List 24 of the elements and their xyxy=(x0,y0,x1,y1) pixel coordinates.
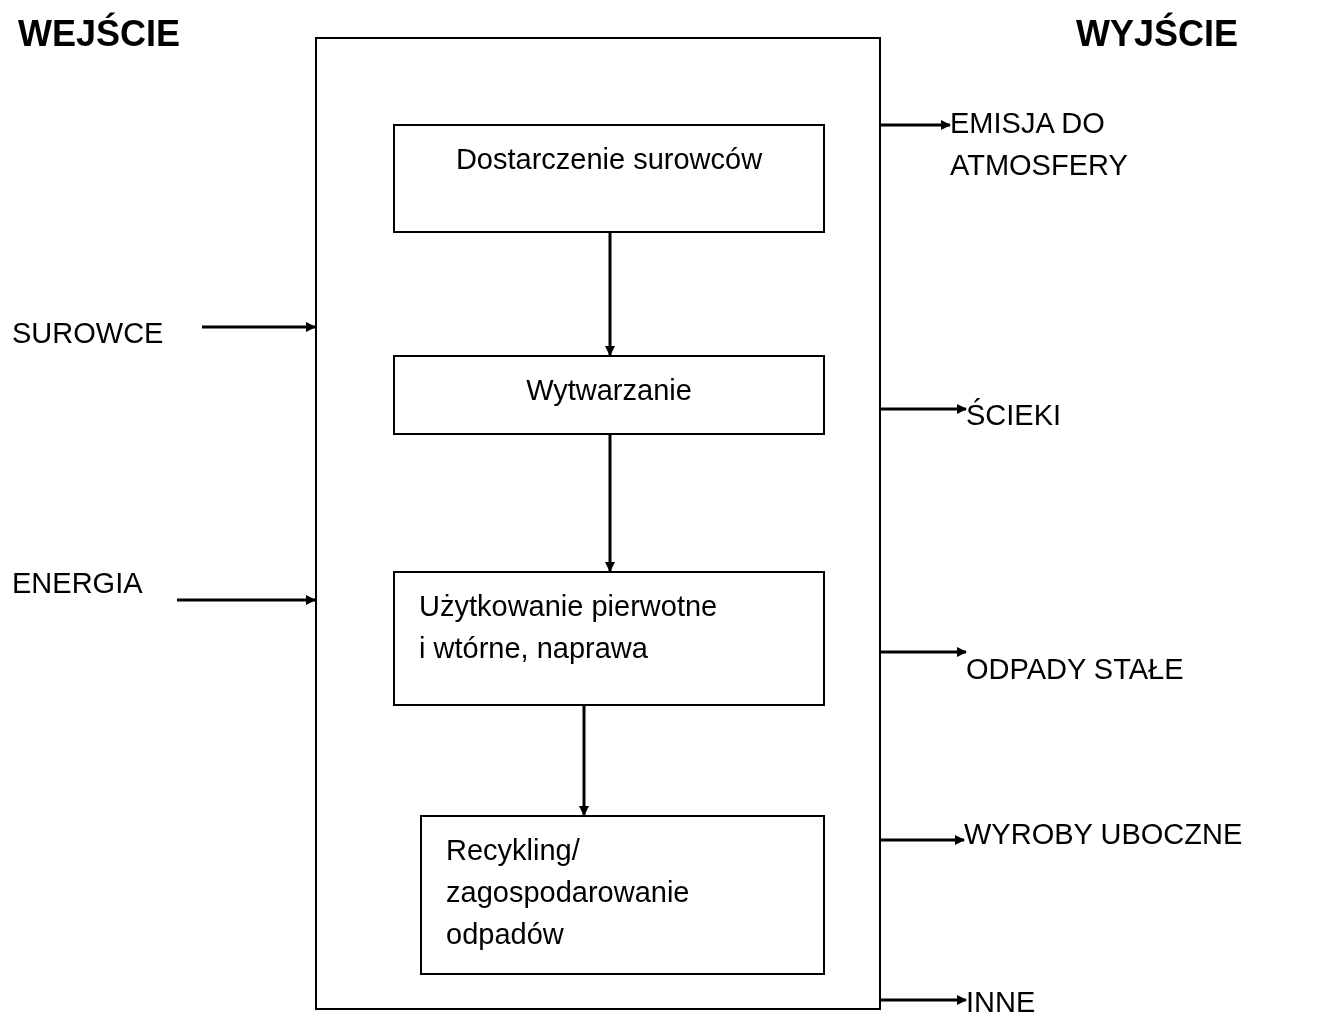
process-box: Użytkowanie pierwotne i wtórne, naprawa xyxy=(393,571,825,706)
arrow xyxy=(881,120,951,130)
column-heading: WEJŚCIE xyxy=(18,12,181,56)
process-box: Wytwarzanie xyxy=(393,355,825,435)
arrow xyxy=(177,595,316,605)
input-label: SUROWCE xyxy=(12,312,202,348)
arrow xyxy=(202,322,316,332)
process-box: Recykling/ zagospodarowanie odpadów xyxy=(420,815,825,975)
output-label: ODPADY STAŁE xyxy=(966,648,1256,684)
column-heading: WYJŚCIE xyxy=(1076,12,1239,56)
arrow xyxy=(881,835,965,845)
input-label: ENERGIA xyxy=(12,562,177,604)
arrow xyxy=(881,647,967,657)
arrow xyxy=(605,233,615,356)
output-label: INNE xyxy=(966,981,1066,1013)
system-boundary-box xyxy=(315,37,881,1010)
arrow xyxy=(579,706,589,816)
arrow xyxy=(881,995,967,1005)
process-box: Dostarczenie surowców xyxy=(393,124,825,233)
arrow xyxy=(605,435,615,572)
output-label: ŚCIEKI xyxy=(966,394,1096,430)
arrow xyxy=(881,404,967,414)
output-label: EMISJA DO ATMOSFERY xyxy=(950,102,1190,212)
output-label: WYROBY UBOCZNE xyxy=(964,813,1316,849)
